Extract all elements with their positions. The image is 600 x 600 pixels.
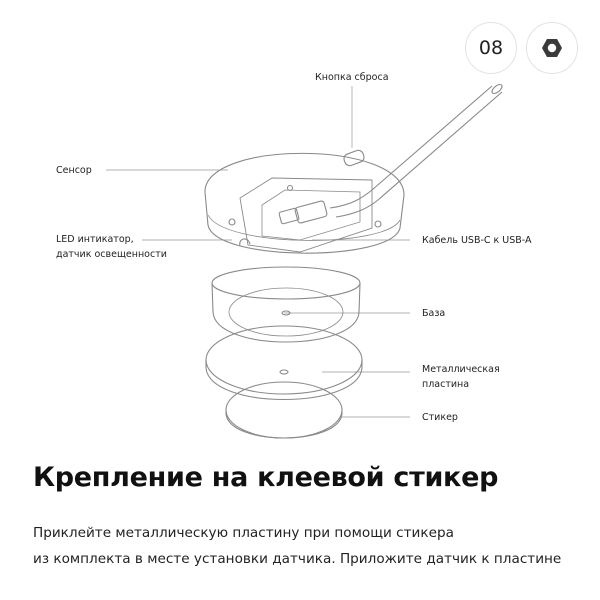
label-plate: Металлическая пластина	[422, 362, 500, 392]
description: Приклейте металлическую пластину при пом…	[33, 520, 561, 572]
base	[211, 266, 361, 343]
sensor-housing	[204, 149, 405, 254]
label-plate-line1: Металлическая	[422, 364, 500, 375]
step-number: 08	[478, 37, 504, 59]
label-cable: Кабель USB-C к USB-A	[422, 235, 532, 246]
reset-button-shape	[343, 149, 365, 167]
label-led-line1: LED интикатор,	[56, 234, 134, 245]
label-sticker: Стикер	[422, 412, 458, 423]
label-sensor: Сенсор	[56, 165, 92, 176]
step-number-badge: 08	[465, 22, 517, 74]
description-line2: из комплекта в месте установки датчика. …	[33, 551, 562, 567]
sticker	[225, 381, 343, 439]
leader-lines	[106, 86, 410, 418]
usb-cable	[278, 83, 503, 225]
label-reset-button: Кнопка сброса	[315, 72, 389, 83]
label-led-line2: датчик освещенности	[56, 249, 167, 260]
label-base: База	[422, 308, 446, 319]
page-title: Крепление на клеевой стикер	[33, 462, 499, 493]
exploded-assembly-illustration	[106, 83, 503, 439]
hexagon-badge	[526, 22, 578, 74]
metal-plate	[205, 325, 363, 401]
description-line1: Приклейте металлическую пластину при пом…	[33, 525, 454, 541]
label-led: LED интикатор, датчик освещенности	[56, 232, 167, 262]
label-plate-line2: пластина	[422, 379, 470, 390]
hexagon-icon	[542, 39, 562, 57]
